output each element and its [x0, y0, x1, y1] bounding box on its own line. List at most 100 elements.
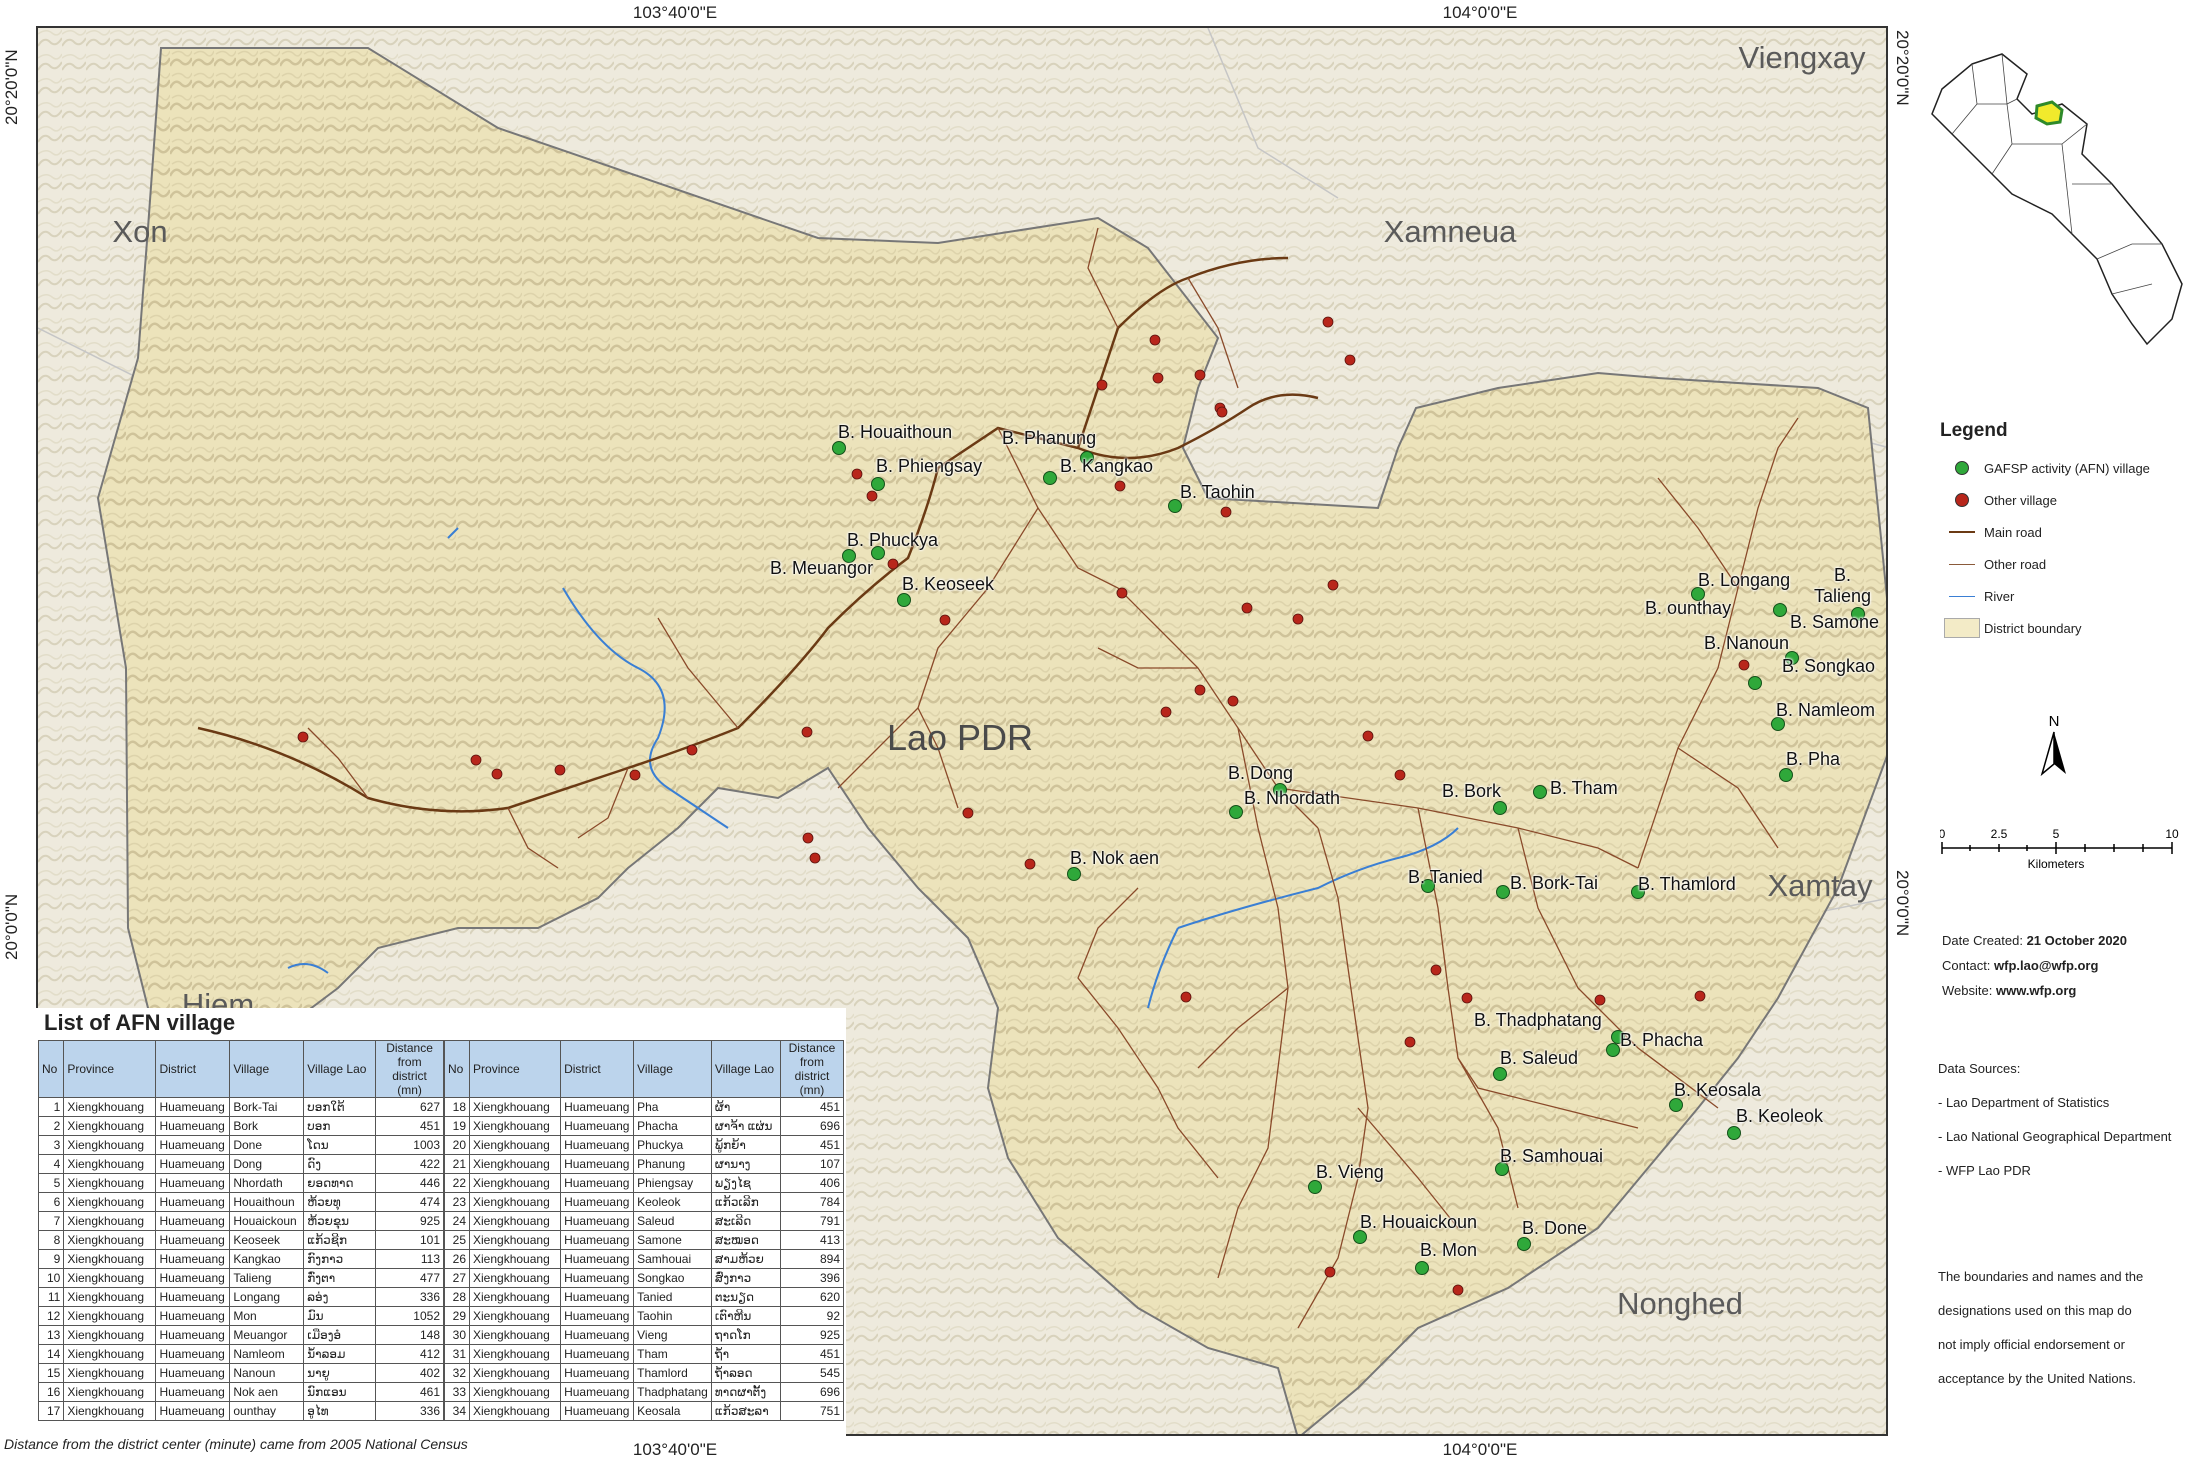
table-cell: 8: [37, 1230, 65, 1250]
table-cell: ບອກໃຕ້: [303, 1097, 377, 1117]
contact-value[interactable]: wfp.lao@wfp.org: [1994, 958, 2099, 973]
table-cell: Xiengkhouang: [63, 1230, 157, 1250]
table-cell: ພູ້ກຍ້າ: [710, 1135, 781, 1155]
legend-label: Other road: [1984, 556, 2047, 572]
table-cell: 451: [779, 1344, 845, 1364]
table-cell: 406: [779, 1173, 845, 1193]
table-cell: Xiengkhouang: [63, 1325, 157, 1345]
table-cell: Huameuang: [560, 1401, 635, 1421]
table-cell: Huameuang: [560, 1230, 635, 1250]
table-cell: Xiengkhouang: [63, 1097, 157, 1117]
village-label-bork: B. Bork: [1442, 781, 1502, 801]
village-label-thadphatang: B. Thadphatang: [1474, 1010, 1602, 1030]
table-cell: ຖ້ຳ: [710, 1344, 781, 1364]
table-cell: 336: [375, 1287, 444, 1307]
table-cell: 6: [37, 1192, 65, 1212]
table-cell: ຖ້ຳລອດ: [710, 1363, 781, 1383]
table-cell: ໂດນ: [303, 1135, 377, 1155]
table-cell: ກົ່ງຕາ: [303, 1268, 377, 1288]
table-cell: Huameuang: [155, 1249, 231, 1269]
table-cell: ເຕົາຫີນ: [710, 1306, 781, 1326]
table-cell: Huameuang: [155, 1401, 231, 1421]
table-cell: Huameuang: [560, 1211, 635, 1231]
legend-item: Main road: [1940, 516, 2190, 548]
legend-dot-icon: [1940, 461, 1984, 475]
table-cell: 791: [779, 1211, 845, 1231]
col-district: District: [560, 1040, 635, 1098]
legend-item: Other village: [1940, 484, 2190, 516]
inset-locator-map[interactable]: [1912, 44, 2192, 364]
other-roads: [307, 227, 1799, 1329]
coord-top-2: 104°0'0"E: [1442, 3, 1518, 22]
village-label-saleud: B. Saleud: [1500, 1048, 1579, 1068]
table-cell: ຜ້າ: [710, 1097, 781, 1117]
table-cell: Xiengkhouang: [469, 1401, 562, 1421]
table-cell: ແກ້ວເລີກ: [710, 1192, 781, 1212]
coord-right-2: 20°0'0"N: [1893, 870, 1912, 937]
table-cell: Xiengkhouang: [469, 1382, 562, 1402]
table-cell: Houaickoun: [229, 1211, 305, 1231]
coord-top-1: 103°40'0"E: [632, 3, 718, 22]
village-label-phanung: B. Phanung: [1002, 428, 1097, 448]
table-cell: ນ້ຳລອມ: [303, 1344, 377, 1364]
region-xamtay: Xamtay: [1767, 868, 1873, 903]
table-cell: 101: [375, 1230, 444, 1250]
col-village: Village: [229, 1040, 305, 1098]
table-cell: ຫ້ວຍຂຸນ: [303, 1211, 377, 1231]
table-cell: 107: [779, 1154, 845, 1174]
table-cell: Xiengkhouang: [469, 1306, 562, 1326]
country-label: Lao PDR: [886, 717, 1034, 758]
village-label-nokaen: B. Nok aen: [1070, 848, 1160, 868]
disclaimer-line: designations used on this map do: [1938, 1303, 2132, 1318]
col-village-lao: Village Lao: [710, 1040, 781, 1098]
table-cell: 696: [779, 1116, 845, 1136]
table-cell: Huameuang: [560, 1097, 635, 1117]
table-cell: Huameuang: [560, 1325, 635, 1345]
table-cell: Keoseek: [229, 1230, 305, 1250]
legend-line-icon: [1940, 563, 1984, 565]
region-xamneua: Xamneua: [1383, 214, 1517, 249]
table-cell: 627: [375, 1097, 444, 1117]
village-label-houaithoun: B. Houaithoun: [838, 422, 953, 442]
inset-highlight-district: [2034, 100, 2064, 126]
website-value[interactable]: www.wfp.org: [1995, 983, 2077, 998]
table-cell: Taohin: [633, 1306, 712, 1326]
table-cell: ດົງ: [303, 1154, 377, 1174]
village-label-borktai: B. Bork-Tai: [1510, 873, 1599, 893]
table-cell: 16: [37, 1382, 65, 1402]
village-label-keosala: B. Keosala: [1674, 1080, 1762, 1100]
table-cell: Nok aen: [229, 1382, 305, 1402]
table-cell: Xiengkhouang: [469, 1249, 562, 1269]
table-cell: Huameuang: [155, 1306, 231, 1326]
table-cell: 27: [443, 1268, 471, 1288]
table-cell: Huameuang: [560, 1249, 635, 1269]
table-cell: 26: [443, 1249, 471, 1269]
table-cell: 25: [443, 1230, 471, 1250]
table-cell: Xiengkhouang: [469, 1173, 562, 1193]
table-cell: 925: [375, 1211, 444, 1231]
col-no: No: [443, 1040, 471, 1098]
col-distance: Distance from district (mn): [779, 1040, 845, 1098]
village-label-talieng_b: B.: [1834, 565, 1852, 585]
table-cell: Huameuang: [560, 1116, 635, 1136]
village-label-vieng: B. Vieng: [1316, 1162, 1384, 1182]
table-cell: Phacha: [633, 1116, 712, 1136]
table-cell: 15: [37, 1363, 65, 1383]
map-info: Date Created: 21 October 2020 Contact: w…: [1942, 928, 2127, 1003]
table-cell: 21: [443, 1154, 471, 1174]
table-cell: 22: [443, 1173, 471, 1193]
table-cell: 446: [375, 1173, 444, 1193]
table-cell: 28: [443, 1287, 471, 1307]
